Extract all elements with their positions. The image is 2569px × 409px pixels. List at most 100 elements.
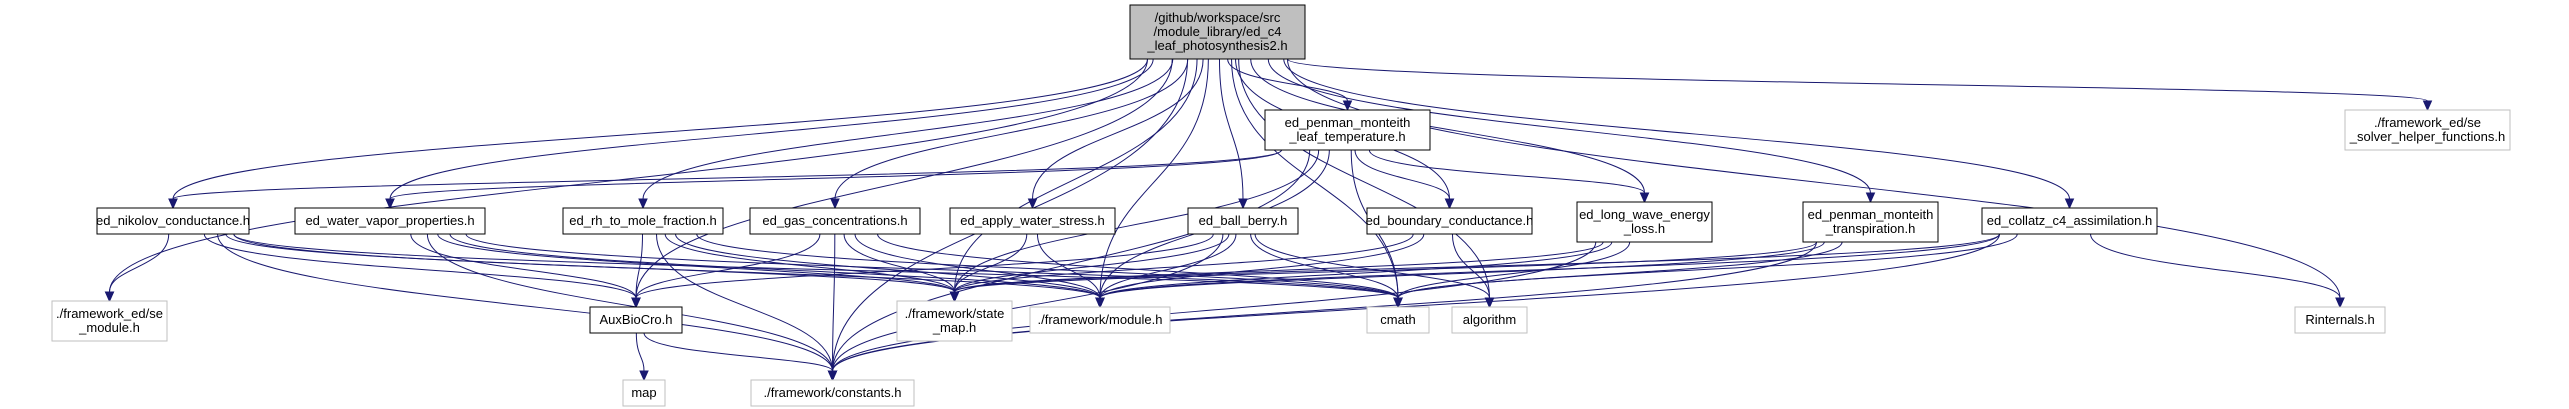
- edge-arrowhead: [830, 198, 840, 210]
- node-label: ed_penman_monteith: [1285, 115, 1411, 130]
- edge-line: [1231, 58, 1399, 299]
- node-box: [1129, 4, 1306, 60]
- edge-collatz-to-state: [949, 233, 2000, 303]
- edge-nikolov-to-state: [225, 233, 960, 303]
- edge-line: [233, 233, 1399, 299]
- edge-arrowhead: [639, 370, 649, 382]
- node-label: _module.h: [78, 320, 140, 335]
- edge-line: [1354, 149, 1450, 200]
- node-root[interactable]: /github/workspace/src/module_library/ed_…: [1129, 4, 1306, 60]
- edge-line: [635, 58, 1173, 299]
- node-aws[interactable]: ed_apply_water_stress.h: [949, 207, 1116, 235]
- node-collatz[interactable]: ed_collatz_c4_assimilation.h: [1981, 207, 2158, 235]
- edge-arrowhead: [2335, 297, 2345, 309]
- edge-line: [1099, 241, 1825, 299]
- node-bc[interactable]: ed_boundary_conductance.h: [1366, 207, 1534, 235]
- node-box: [896, 300, 1013, 342]
- edge-line: [217, 233, 833, 372]
- node-box: [96, 207, 250, 235]
- edge-line: [233, 233, 1101, 299]
- edge-arrowhead: [1484, 297, 1495, 309]
- edges-layer: [104, 58, 2433, 382]
- edge-line: [954, 233, 1414, 293]
- edge-line: [832, 241, 1597, 372]
- edge-line: [109, 58, 1148, 293]
- edge-line: [426, 233, 833, 372]
- node-box: [562, 207, 724, 235]
- node-label: /module_library/ed_c4: [1154, 24, 1282, 39]
- edge-collatz-to-module: [1095, 233, 2000, 309]
- node-state: ./framework/state_map.h: [896, 300, 1013, 342]
- edge-line: [465, 233, 1399, 299]
- node-cmath: cmath: [1366, 306, 1430, 334]
- node-pmt[interactable]: ed_penman_monteith_transpiration.h: [1802, 201, 1939, 243]
- edge-line: [954, 241, 1817, 293]
- edge-line: [643, 332, 833, 372]
- node-label: _leaf_temperature.h: [1288, 129, 1405, 144]
- edge-pmlt-to-nikolov: [168, 149, 1282, 210]
- edge-line: [109, 233, 170, 293]
- node-lwel[interactable]: ed_long_wave_energy_loss.h: [1576, 201, 1713, 243]
- node-label: ed_apply_water_stress.h: [960, 213, 1105, 228]
- edge-arrowhead: [1865, 192, 1876, 204]
- node-box: [750, 379, 915, 407]
- node-box: [2294, 306, 2386, 334]
- edge-arrowhead: [1639, 192, 1650, 204]
- edge-line: [1267, 58, 1871, 194]
- node-label: ed_ball_berry.h: [1199, 213, 1288, 228]
- edge-pmlt-to-bc: [1354, 149, 1455, 210]
- edge-line: [635, 233, 644, 299]
- edge-line: [1451, 233, 1490, 299]
- edge-line: [954, 233, 2000, 293]
- node-label: ./framework_ed/se: [2374, 115, 2481, 130]
- edge-line: [832, 149, 1311, 372]
- edge-bc-to-algorithm: [1451, 233, 1495, 309]
- edge-aux-to-map: [635, 332, 649, 382]
- node-nikolov[interactable]: ed_nikolov_conductance.h: [96, 207, 250, 235]
- node-algorithm: algorithm: [1451, 306, 1528, 334]
- edge-line: [832, 233, 836, 372]
- node-rint: Rinternals.h: [2294, 306, 2386, 334]
- node-label: ed_water_vapor_properties.h: [305, 213, 474, 228]
- node-wvp[interactable]: ed_water_vapor_properties.h: [294, 207, 486, 235]
- edge-arrowhead: [2064, 198, 2075, 210]
- node-aux[interactable]: AuxBioCro.h: [589, 306, 683, 334]
- node-box: [1187, 207, 1299, 235]
- node-label: ./framework/constants.h: [764, 385, 902, 400]
- edge-line: [1032, 58, 1204, 200]
- node-pmlt[interactable]: ed_penman_monteith_leaf_temperature.h: [1264, 109, 1431, 151]
- node-label: _map.h: [932, 320, 976, 335]
- edge-root-to-aws: [1027, 58, 1204, 210]
- edge-root-to-nikolov: [168, 58, 1148, 210]
- node-label: ./framework/state: [905, 306, 1005, 321]
- node-box: [1451, 306, 1528, 334]
- edge-line: [410, 233, 637, 299]
- edge-line: [1099, 233, 1237, 299]
- edge-line: [2090, 233, 2341, 299]
- edge-arrowhead: [631, 297, 641, 309]
- node-bb[interactable]: ed_ball_berry.h: [1187, 207, 1299, 235]
- node-label: cmath: [1380, 312, 1415, 327]
- edge-arrowhead: [638, 198, 648, 210]
- edge-line: [1099, 241, 1613, 299]
- edge-pmlt-to-lwel: [1368, 149, 1650, 204]
- edge-line: [854, 233, 1101, 299]
- node-label: map: [631, 385, 656, 400]
- edge-arrowhead: [385, 198, 395, 210]
- edge-line: [449, 233, 1101, 299]
- edge-line: [172, 149, 1282, 200]
- edge-root-to-pmlt: [1227, 58, 1353, 112]
- node-box: [2344, 109, 2511, 151]
- edge-line: [834, 58, 1189, 200]
- node-rh[interactable]: ed_rh_to_mole_fraction.h: [562, 207, 724, 235]
- edge-bb-to-aux: [631, 233, 1214, 309]
- node-gas[interactable]: ed_gas_concentrations.h: [749, 207, 921, 235]
- edge-line: [1227, 58, 1348, 102]
- node-label: /github/workspace/src: [1155, 10, 1281, 25]
- edge-line: [664, 233, 955, 293]
- node-box: [1029, 306, 1171, 334]
- node-box: [1802, 201, 1939, 243]
- node-constants: ./framework/constants.h: [750, 379, 915, 407]
- edge-collatz-to-cmath: [1393, 233, 2018, 309]
